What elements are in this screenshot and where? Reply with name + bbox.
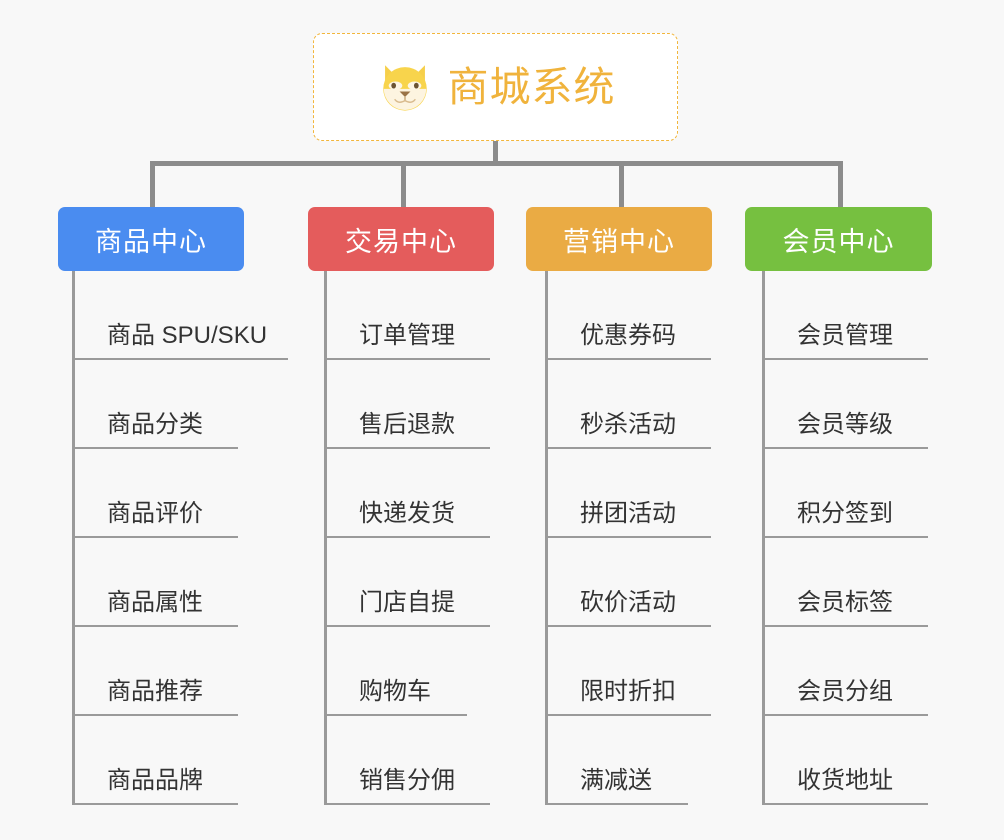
leaf-item[interactable]: 订单管理 — [324, 271, 490, 360]
leaf-item-label: 商品属性 — [107, 588, 203, 616]
leaf-item-underline — [545, 803, 688, 805]
leaf-item-label: 订单管理 — [359, 321, 455, 349]
leaf-item[interactable]: 门店自提 — [324, 538, 490, 627]
leaf-rail — [762, 271, 765, 805]
leaf-rail — [324, 271, 327, 805]
leaf-item-underline — [545, 625, 711, 627]
leaf-item-underline — [545, 714, 711, 716]
leaf-item-label: 购物车 — [359, 677, 431, 705]
leaf-rail — [72, 271, 75, 805]
leaf-item-label: 商品 SPU/SKU — [107, 321, 268, 349]
leaf-item[interactable]: 满减送 — [545, 716, 688, 805]
leaf-item-underline — [762, 714, 928, 716]
leaf-item[interactable]: 商品 SPU/SKU — [72, 271, 288, 360]
leaf-item-underline — [545, 536, 711, 538]
category-box-2[interactable]: 交易中心 — [308, 207, 494, 271]
category-box-1[interactable]: 商品中心 — [58, 207, 244, 271]
leaf-item[interactable]: 快递发货 — [324, 449, 490, 538]
leaf-item[interactable]: 购物车 — [324, 627, 467, 716]
leaf-item-underline — [762, 447, 928, 449]
leaf-column-1: 商品 SPU/SKU 商品分类商品评价商品属性商品推荐商品品牌 — [72, 271, 312, 805]
leaf-item[interactable]: 商品品牌 — [72, 716, 238, 805]
category-box-4[interactable]: 会员中心 — [745, 207, 932, 271]
leaf-item-label: 销售分佣 — [359, 766, 455, 794]
leaf-item[interactable]: 商品属性 — [72, 538, 238, 627]
leaf-item-underline — [762, 803, 928, 805]
leaf-item-underline — [72, 625, 238, 627]
leaf-item-label: 砍价活动 — [580, 588, 676, 616]
leaf-item-underline — [72, 447, 238, 449]
leaf-item[interactable]: 会员等级 — [762, 360, 928, 449]
leaf-column-3: 优惠券码秒杀活动拼团活动砍价活动限时折扣满减送 — [545, 271, 785, 805]
connector-root-stem — [493, 141, 498, 166]
leaf-item-label: 商品评价 — [107, 499, 203, 527]
leaf-item[interactable]: 优惠券码 — [545, 271, 711, 360]
leaf-item-label: 积分签到 — [797, 499, 893, 527]
category-label: 会员中心 — [782, 226, 895, 257]
category-box-3[interactable]: 营销中心 — [526, 207, 712, 271]
leaf-item-underline — [72, 803, 238, 805]
leaf-item-underline — [324, 625, 490, 627]
leaf-item-label: 商品推荐 — [107, 677, 203, 705]
leaf-item[interactable]: 秒杀活动 — [545, 360, 711, 449]
leaf-item-label: 收货地址 — [797, 766, 893, 794]
connector-drop-1 — [150, 161, 155, 207]
leaf-item-underline — [324, 447, 490, 449]
connector-drop-4 — [838, 161, 843, 207]
leaf-item-label: 拼团活动 — [580, 499, 676, 527]
leaf-item-underline — [72, 714, 238, 716]
leaf-item-label: 售后退款 — [359, 410, 455, 438]
leaf-item[interactable]: 收货地址 — [762, 716, 928, 805]
leaf-item-label: 优惠券码 — [580, 321, 676, 349]
leaf-item-label: 商品品牌 — [107, 766, 203, 794]
leaf-item-underline — [72, 536, 238, 538]
leaf-item-label: 会员标签 — [797, 588, 893, 616]
leaf-item-underline — [762, 625, 928, 627]
connector-drop-3 — [619, 161, 624, 207]
root-title: 商城系统 — [447, 63, 616, 110]
leaf-item-underline — [762, 536, 928, 538]
leaf-item-underline — [324, 358, 490, 360]
leaf-item[interactable]: 会员分组 — [762, 627, 928, 716]
leaf-item[interactable]: 会员标签 — [762, 538, 928, 627]
shiba-dog-face-icon — [382, 65, 427, 111]
leaf-item[interactable]: 拼团活动 — [545, 449, 711, 538]
leaf-item-underline — [545, 358, 711, 360]
leaf-item-underline — [762, 358, 928, 360]
leaf-item[interactable]: 销售分佣 — [324, 716, 490, 805]
category-label: 交易中心 — [345, 226, 457, 257]
leaf-rail — [545, 271, 548, 805]
leaf-item[interactable]: 售后退款 — [324, 360, 490, 449]
leaf-item-label: 快递发货 — [359, 499, 455, 527]
category-label: 营销中心 — [563, 226, 675, 257]
leaf-column-2: 订单管理售后退款快递发货门店自提购物车销售分佣 — [324, 271, 564, 805]
leaf-item-label: 商品分类 — [107, 410, 203, 438]
connector-horizontal-bus — [150, 161, 843, 166]
leaf-item[interactable]: 商品推荐 — [72, 627, 238, 716]
leaf-item[interactable]: 商品分类 — [72, 360, 238, 449]
leaf-item[interactable]: 商品评价 — [72, 449, 238, 538]
category-label: 商品中心 — [95, 226, 207, 257]
leaf-item-underline — [324, 536, 490, 538]
leaf-item-label: 门店自提 — [359, 588, 455, 616]
leaf-item-underline — [324, 803, 490, 805]
leaf-item[interactable]: 限时折扣 — [545, 627, 711, 716]
leaf-item-underline — [545, 447, 711, 449]
connector-drop-2 — [401, 161, 406, 207]
leaf-item-label: 满减送 — [580, 766, 652, 794]
leaf-item-label: 限时折扣 — [580, 677, 676, 705]
root-node[interactable]: 商城系统 — [313, 33, 678, 141]
leaf-item-label: 秒杀活动 — [580, 410, 676, 438]
leaf-item-underline — [72, 358, 288, 360]
leaf-item-underline — [324, 714, 467, 716]
leaf-item-label: 会员管理 — [797, 321, 893, 349]
leaf-item[interactable]: 积分签到 — [762, 449, 928, 538]
leaf-item-label: 会员等级 — [797, 410, 893, 438]
leaf-item[interactable]: 砍价活动 — [545, 538, 711, 627]
leaf-item-label: 会员分组 — [797, 677, 893, 705]
leaf-column-4: 会员管理会员等级积分签到会员标签会员分组收货地址 — [762, 271, 1002, 805]
leaf-item[interactable]: 会员管理 — [762, 271, 928, 360]
